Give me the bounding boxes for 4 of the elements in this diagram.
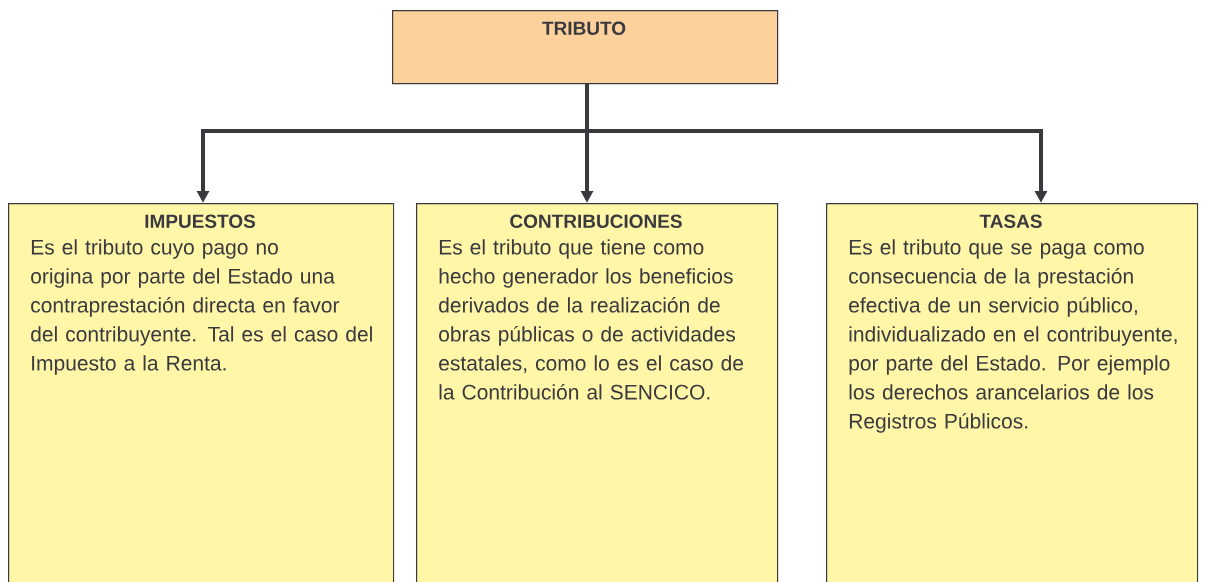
definition-box: CONTRIBUCIONES Es el tributo que tiene como hecho generador los beneficios derivados de la realización de obras públicas o de actividades estatales, como lo es el caso de la Contribución al SENCICO. bbox=[416, 203, 779, 582]
definition-box: IMPUESTOS Es el tributo cuyo pago no origina por parte del Estado una contraprestación directa en favor del contribuyente. Tal es el caso del Impuesto a la Renta. bbox=[8, 203, 395, 582]
definition-box: TASAS Es el tributo que se paga como consecuencia de la prestación efectiva de un servicio público, individualizado en el contribuyente, por parte del Estado. Por ejemplo los derechos arancelarios de los Registros Públicos. bbox=[826, 203, 1199, 582]
category-box: TRIBUTO bbox=[392, 10, 779, 85]
